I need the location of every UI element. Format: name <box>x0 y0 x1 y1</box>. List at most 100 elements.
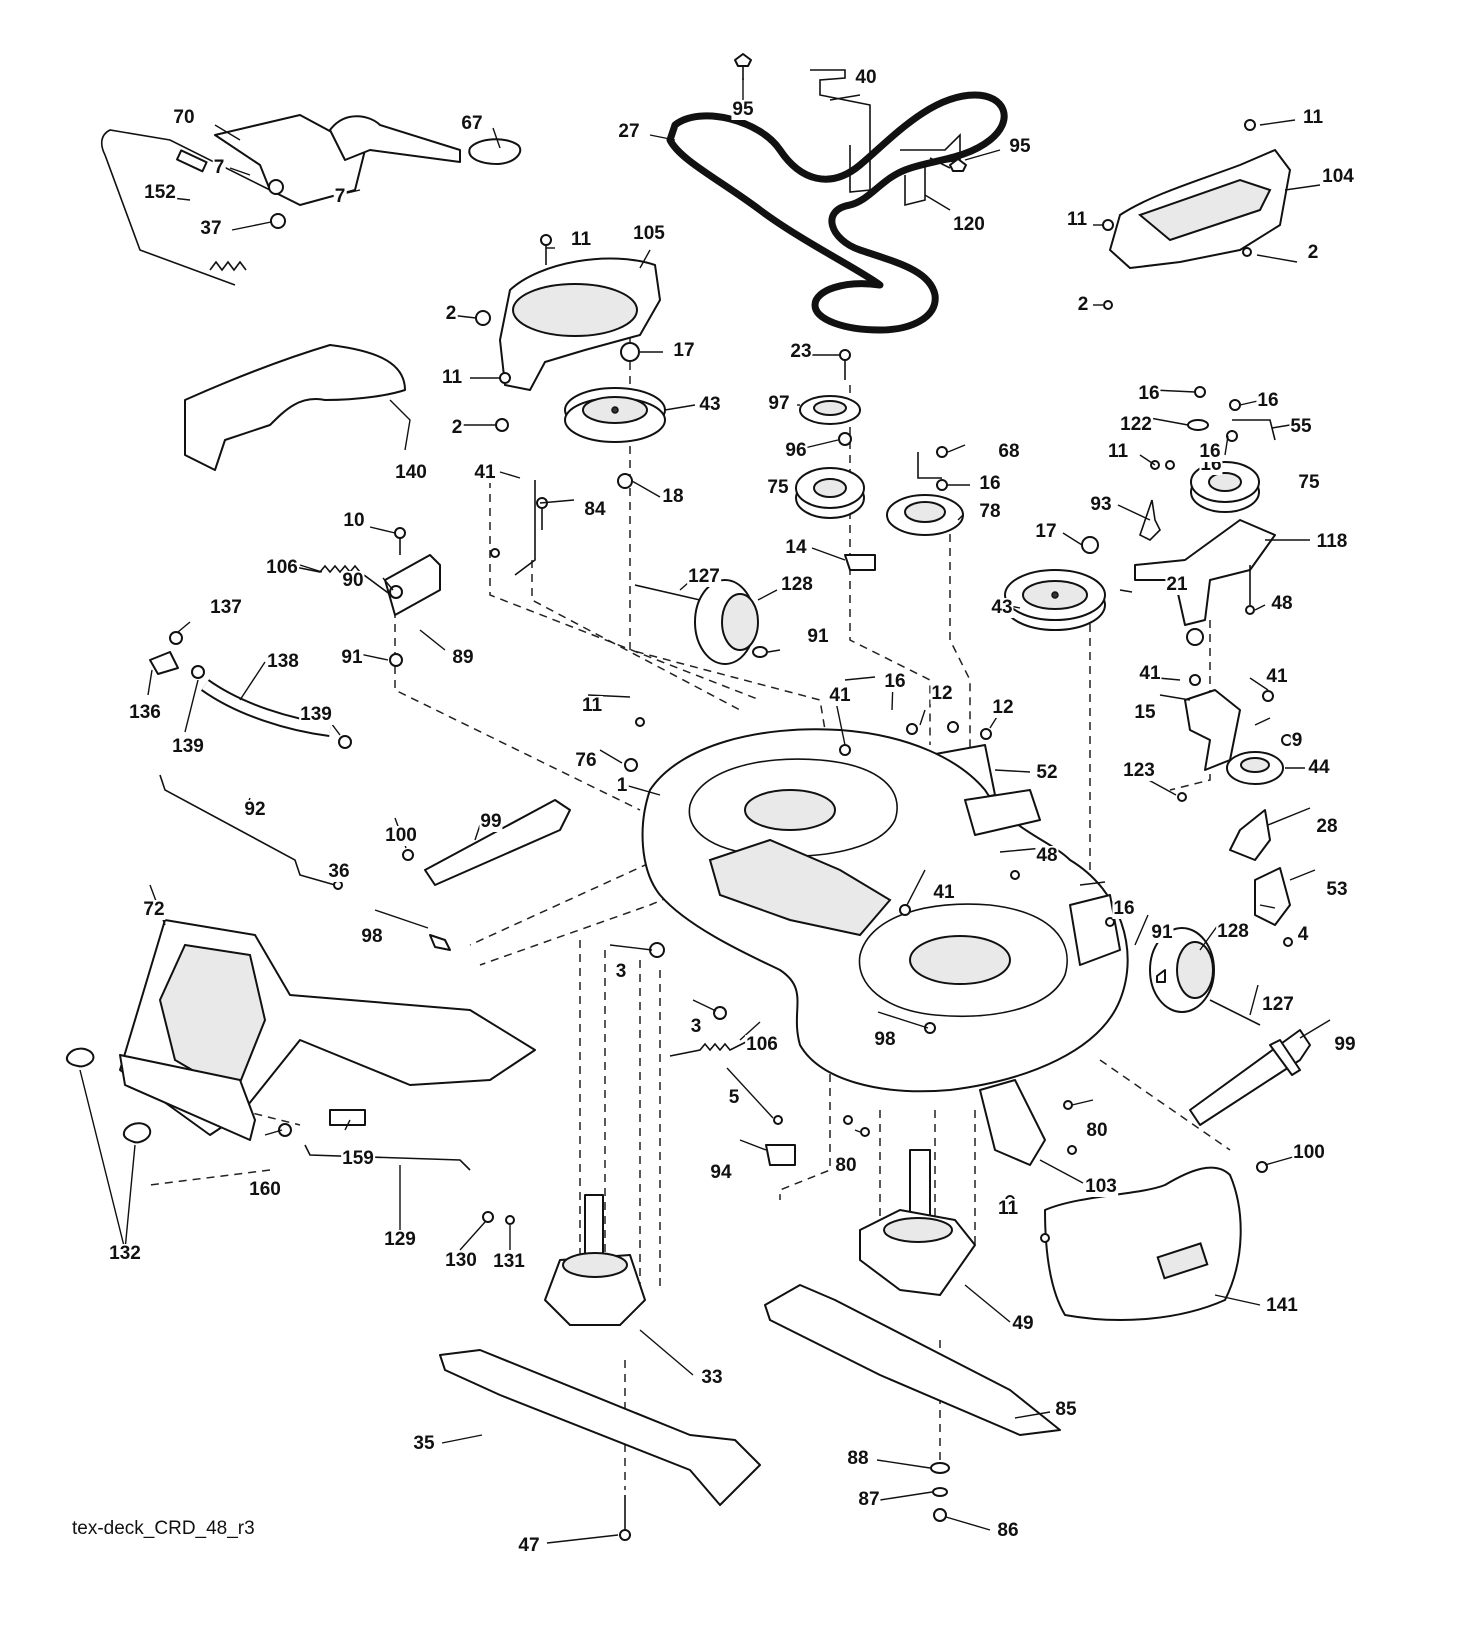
spring-152 <box>209 260 247 272</box>
callout: 93 <box>1089 494 1113 515</box>
callout: 37 <box>199 218 223 239</box>
callout: 99 <box>479 811 503 832</box>
lift-arm-67 <box>329 115 461 163</box>
spring-106-lower <box>669 1039 751 1057</box>
callout: 141 <box>1265 1295 1299 1316</box>
drive-belt <box>666 91 1008 334</box>
washer-37 <box>270 213 286 229</box>
callout: 98 <box>873 1029 897 1050</box>
callout: 91 <box>340 647 364 668</box>
callout: 12 <box>991 697 1015 718</box>
callout: 84 <box>583 499 607 520</box>
callout: 17 <box>672 340 696 361</box>
callout: 48 <box>1270 593 1294 614</box>
callout: 41 <box>473 462 497 483</box>
callout: 5 <box>727 1087 741 1108</box>
mulch-plug-141-handle <box>1156 1242 1209 1280</box>
callout: 129 <box>383 1229 417 1250</box>
callout: 2 <box>1306 242 1320 263</box>
callout: 87 <box>857 1489 881 1510</box>
deck-front-plate <box>1069 894 1121 966</box>
callout: 99 <box>1333 1034 1357 1055</box>
callout: 120 <box>952 214 986 235</box>
callout: 55 <box>1289 416 1313 437</box>
spring-106-top <box>284 564 396 599</box>
idler-arm-118 <box>1134 519 1276 626</box>
diagram-caption: tex-deck_CRD_48_r3 <box>72 1518 255 1539</box>
callout: 90 <box>341 570 365 591</box>
deck-right-spindle-hole <box>909 935 1011 985</box>
callout: 23 <box>789 341 813 362</box>
callout: 43 <box>698 394 722 415</box>
chute-72-grille <box>119 1054 256 1141</box>
nut-bracket <box>268 179 284 195</box>
spindle-33 <box>544 1194 646 1326</box>
callout: 139 <box>171 736 205 757</box>
callout: 89 <box>451 647 475 668</box>
callout: 139 <box>299 704 333 725</box>
callout: 11 <box>569 229 593 250</box>
callout: 10 <box>342 510 366 531</box>
lift-bracket-70 <box>214 114 366 206</box>
hanger-arm-99-left <box>424 799 571 886</box>
callout: 80 <box>834 1155 858 1176</box>
deck-left-spindle-hole <box>744 789 836 831</box>
callout: 152 <box>143 182 177 203</box>
callout: 2 <box>444 303 458 324</box>
callout: 85 <box>1054 1399 1078 1420</box>
callout: 7 <box>212 157 226 178</box>
callout: 130 <box>444 1250 478 1271</box>
callout: 123 <box>1122 760 1156 781</box>
callout: 140 <box>394 462 428 483</box>
callout: 21 <box>1165 574 1189 595</box>
callout: 3 <box>614 961 628 982</box>
callout: 2 <box>450 417 464 438</box>
deflector-140 <box>184 344 406 471</box>
callout: 131 <box>492 1251 526 1272</box>
callout: 44 <box>1307 757 1331 778</box>
callout: 67 <box>460 113 484 134</box>
lift-cable-152 <box>100 129 271 286</box>
callout: 9 <box>1290 730 1304 751</box>
callout: 16 <box>1198 441 1222 462</box>
callout: 122 <box>1119 414 1153 435</box>
callout: 47 <box>517 1535 541 1556</box>
callout: 11 <box>1301 107 1325 128</box>
callout: 75 <box>1297 472 1321 493</box>
callout: 16 <box>1137 383 1161 404</box>
callout: 16 <box>1112 898 1136 919</box>
blade-85 <box>764 1284 1061 1436</box>
rod-129 <box>304 1144 471 1171</box>
hanger-arm-99-right <box>1189 1029 1311 1126</box>
callout: 48 <box>1035 845 1059 866</box>
callout: 52 <box>1035 762 1059 783</box>
callout: 2 <box>1076 294 1090 315</box>
callout: 11 <box>440 367 464 388</box>
callout: 98 <box>360 926 384 947</box>
callout: 76 <box>574 750 598 771</box>
belt-guide-120 <box>900 133 961 207</box>
callout: 100 <box>384 825 418 846</box>
mulch-plug-141 <box>1044 1166 1242 1321</box>
wash-hose-138-inner <box>202 680 331 735</box>
callout: 4 <box>1296 924 1310 945</box>
callout: 92 <box>243 799 267 820</box>
pulley-97 <box>799 395 861 425</box>
lift-handle-67 <box>468 138 522 165</box>
callout: 95 <box>731 99 755 120</box>
callout: 72 <box>142 899 166 920</box>
deck-right-dome <box>858 903 1068 1018</box>
spindle-49 <box>859 1149 976 1296</box>
callout: 160 <box>248 1179 282 1200</box>
callout: 128 <box>1216 921 1250 942</box>
callout: 16 <box>1256 390 1280 411</box>
callout: 33 <box>700 1367 724 1388</box>
callout: 127 <box>1261 994 1295 1015</box>
callout: 41 <box>932 882 956 903</box>
callout: 106 <box>265 557 299 578</box>
pulley-75-mid <box>795 467 865 519</box>
callout: 136 <box>128 702 162 723</box>
callout: 49 <box>1011 1313 1035 1334</box>
